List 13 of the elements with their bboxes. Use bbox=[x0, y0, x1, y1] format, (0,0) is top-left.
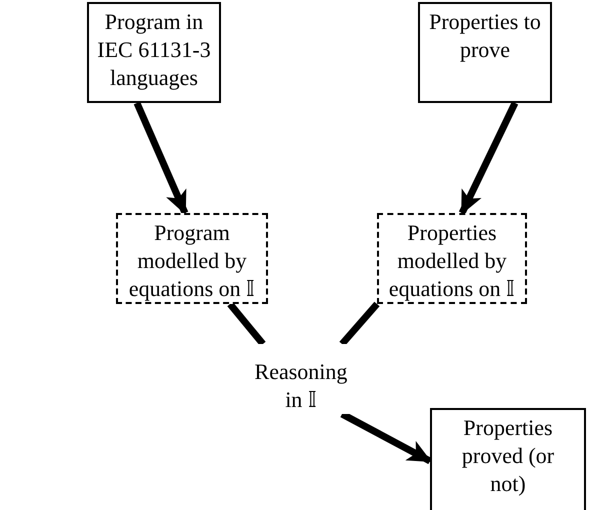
node-text: Properties proved (or not) bbox=[460, 414, 556, 498]
node-text: Program modelled by equations on 𝕀 bbox=[128, 219, 256, 303]
node-text: Program in IEC 61131-3 languages bbox=[96, 8, 212, 92]
process-box bbox=[87, 2, 221, 103]
node-text: Reasoning in 𝕀 bbox=[254, 358, 348, 414]
dashed-box bbox=[116, 213, 268, 304]
process-box bbox=[418, 2, 552, 103]
node-text: Properties to prove bbox=[429, 8, 541, 64]
arrow bbox=[458, 101, 518, 215]
node-text: Properties modelled by equations on 𝕀 bbox=[388, 219, 516, 303]
arrow bbox=[134, 102, 188, 215]
process-box bbox=[430, 408, 586, 510]
dashed-box bbox=[377, 213, 527, 304]
